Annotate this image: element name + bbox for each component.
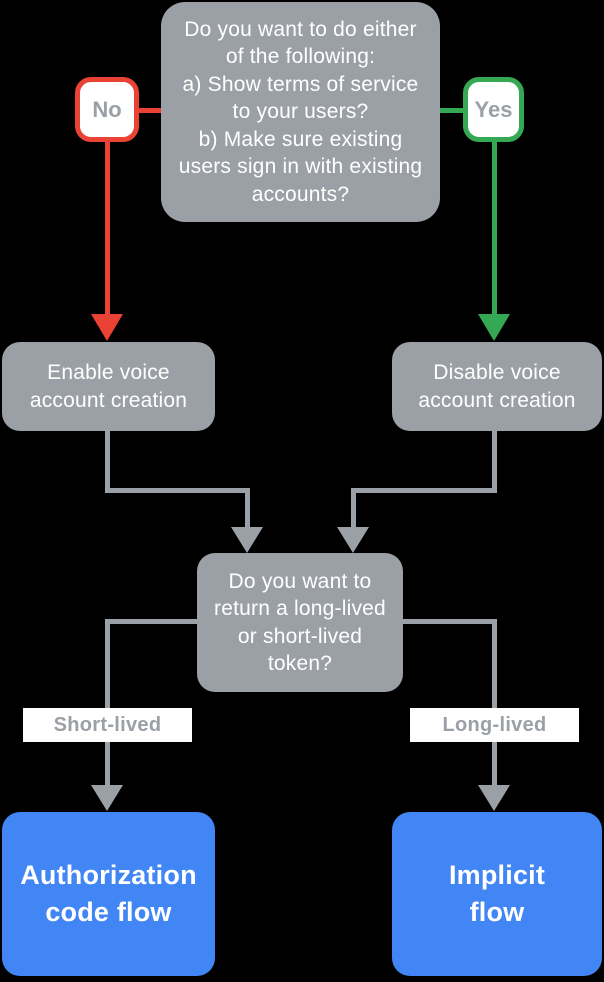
yes-arrowhead-icon bbox=[478, 314, 510, 341]
long-lived-arrowhead-icon bbox=[478, 785, 510, 811]
short-lived-line-vertical bbox=[105, 619, 110, 787]
question-node-token-lifetime: Do you want to return a long-lived or sh… bbox=[197, 553, 403, 692]
long-lived-edge-label: Long-lived bbox=[410, 708, 579, 742]
enable-to-question2-line-horizontal bbox=[105, 488, 250, 493]
enable-to-question2-arrowhead-icon bbox=[231, 527, 263, 553]
question-node-either-of-following: Do you want to do either of the followin… bbox=[161, 2, 440, 222]
disable-to-question2-arrowhead-icon bbox=[337, 527, 369, 553]
no-badge: No bbox=[75, 77, 139, 142]
short-lived-arrowhead-icon bbox=[91, 785, 123, 811]
short-lived-edge-label: Short-lived bbox=[23, 708, 192, 742]
long-lived-line-horizontal bbox=[403, 619, 495, 624]
enable-to-question2-line-drop bbox=[245, 488, 250, 528]
disable-to-question2-line-horizontal bbox=[351, 488, 497, 493]
authorization-code-flow-node: Authorization code flow bbox=[2, 812, 215, 976]
short-lived-line-horizontal bbox=[105, 619, 197, 624]
no-arrowhead-icon bbox=[91, 314, 123, 341]
disable-voice-account-creation-node: Disable voice account creation bbox=[392, 342, 602, 431]
disable-to-question2-line-vertical bbox=[492, 431, 497, 493]
long-lived-line-vertical bbox=[492, 619, 497, 787]
yes-branch-connector bbox=[440, 108, 463, 113]
yes-badge: Yes bbox=[463, 77, 524, 142]
disable-to-question2-line-drop bbox=[351, 488, 356, 528]
enable-to-question2-line-vertical bbox=[105, 431, 110, 493]
no-arrow-line bbox=[105, 142, 110, 318]
enable-voice-account-creation-node: Enable voice account creation bbox=[2, 342, 215, 431]
yes-arrow-line bbox=[492, 142, 497, 318]
implicit-flow-node: Implicit flow bbox=[392, 812, 602, 976]
no-branch-connector bbox=[139, 108, 161, 113]
